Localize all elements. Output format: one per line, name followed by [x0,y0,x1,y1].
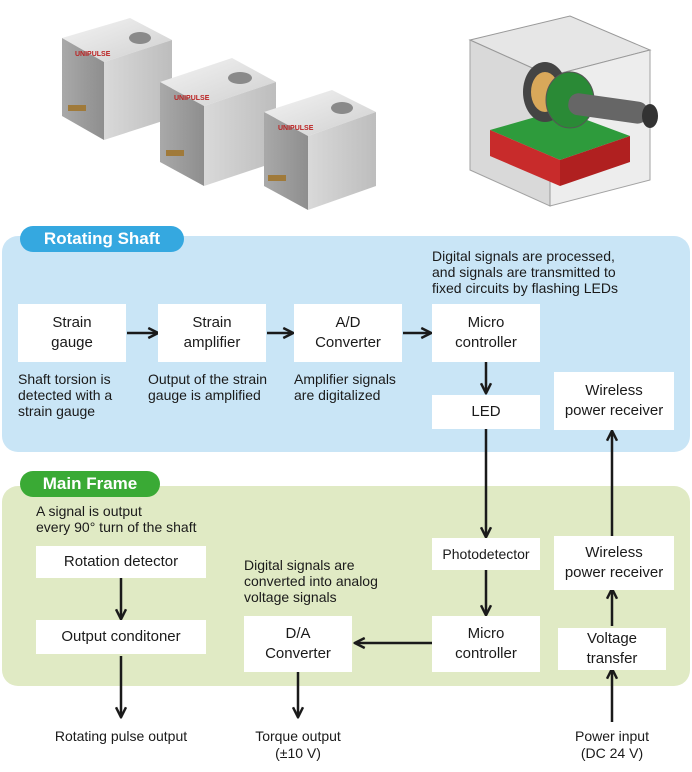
svg-text:UNIPULSE: UNIPULSE [174,95,210,102]
note-strain-gauge: Shaft torsion is detected with a strain … [18,371,113,419]
svg-text:UNIPULSE: UNIPULSE [75,51,111,58]
wireless-power-receiver-frame-box: Wireless power receiver [554,536,674,590]
svg-text:UNIPULSE: UNIPULSE [278,125,314,132]
note-da-converter: Digital signals are converted into analo… [244,557,378,605]
strain-amplifier-box: Strain amplifier [158,304,266,362]
led-box: LED [432,395,540,429]
rotation-detector-box: Rotation detector [36,546,206,578]
main-frame-label: Main Frame [20,471,160,497]
ad-converter-box: A/D Converter [294,304,402,362]
wireless-power-receiver-shaft-box: Wireless power receiver [554,372,674,430]
note-strain-amplifier: Output of the strain gauge is amplified [148,371,268,403]
micro-controller-shaft-box: Micro controller [432,304,540,362]
rotating-shaft-label: Rotating Shaft [20,226,184,252]
torque-output-label: Torque output (±10 V) [255,728,341,761]
rotating-pulse-output-label: Rotating pulse output [54,728,188,744]
photodetector-box: Photodetector [432,538,540,570]
output-conditioner-box: Output conditoner [36,620,206,654]
micro-controller-frame-box: Micro controller [432,616,540,672]
da-converter-box: D/A Converter [244,616,352,672]
power-input-label: Power input (DC 24 V) [575,728,649,761]
voltage-transfer-box: Voltage transfer [558,628,666,670]
product-photo-sensors: UNIPULSE UNIPULSE UNIPULSE [62,18,376,210]
strain-gauge-box: Strain gauge [18,304,126,362]
note-ad-converter: Amplifier signals are digitalized [294,371,396,403]
note-micro-controller: Digital signals are processed, and signa… [432,248,618,296]
product-cutaway-image [468,15,658,207]
note-rotation-detector: A signal is output every 90° turn of the… [36,503,197,535]
